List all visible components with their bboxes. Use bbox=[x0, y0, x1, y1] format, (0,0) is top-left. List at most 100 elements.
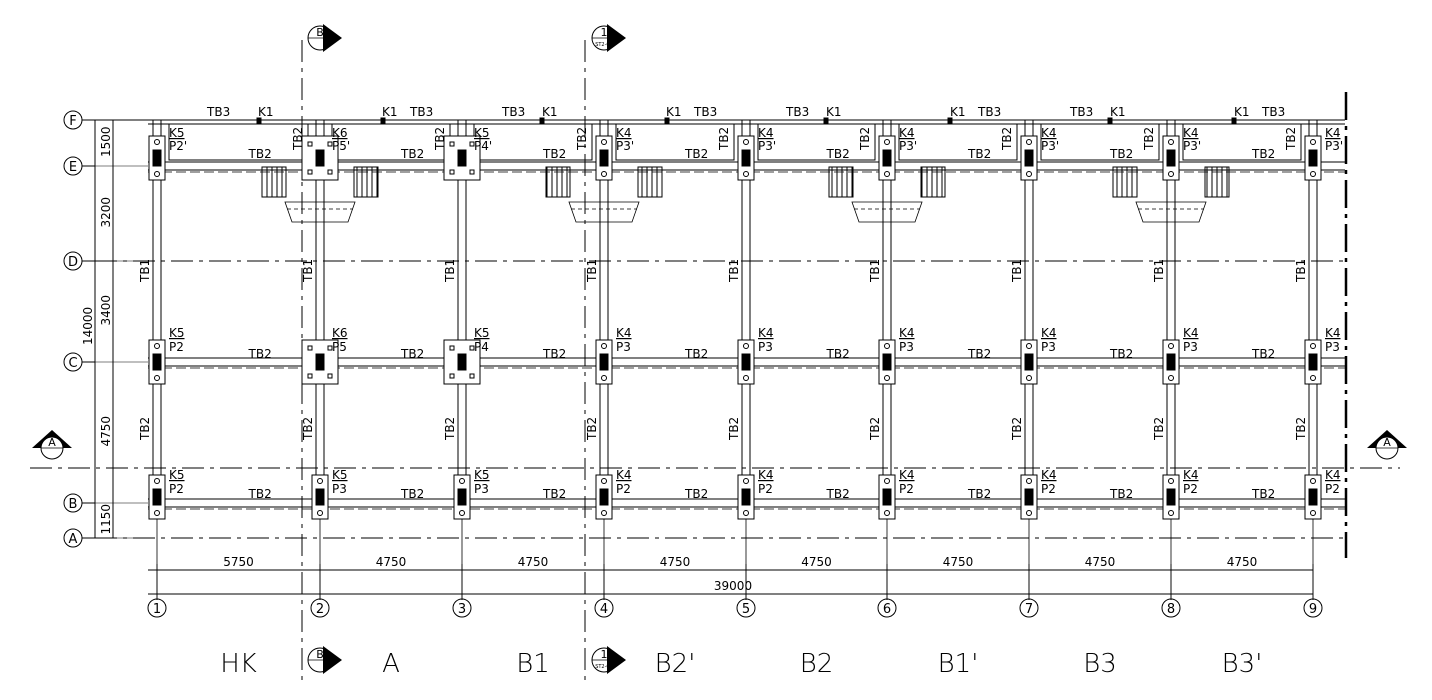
hatched-pier bbox=[828, 166, 854, 198]
section-arrow bbox=[323, 646, 342, 674]
bolt bbox=[743, 343, 749, 349]
bolt bbox=[307, 373, 313, 379]
beam-label-tb2: TB2 bbox=[400, 147, 424, 161]
bolt bbox=[743, 139, 749, 145]
bolt bbox=[449, 141, 455, 147]
column-B-5-post bbox=[741, 488, 751, 506]
bolt bbox=[154, 343, 160, 349]
stair-outline bbox=[284, 201, 356, 223]
column-B-9-post bbox=[1308, 488, 1318, 506]
beam-label-tb2: TB2 bbox=[684, 347, 708, 361]
column-label-k: K4 bbox=[616, 126, 632, 140]
stair-outline bbox=[1135, 201, 1207, 223]
dim-text-bay: 4750 bbox=[801, 555, 832, 569]
dim-text-bay: 4750 bbox=[1085, 555, 1116, 569]
column-label-p: P2 bbox=[169, 340, 184, 354]
bolt bbox=[601, 375, 607, 381]
bolt bbox=[154, 375, 160, 381]
column-B-8-post bbox=[1166, 488, 1176, 506]
dim-text-left-total: 14000 bbox=[81, 307, 95, 345]
column-C-6-post bbox=[882, 353, 892, 371]
bolt bbox=[469, 345, 475, 351]
beam-label-tb3: TB3 bbox=[1069, 105, 1093, 119]
beam-label-tb2: TB2 bbox=[684, 147, 708, 161]
bolt bbox=[1026, 478, 1032, 484]
column-label-p: P2 bbox=[899, 482, 914, 496]
beam-label-tb2: TB2 bbox=[248, 487, 272, 501]
column-B-2-post bbox=[315, 488, 325, 506]
cap-box bbox=[757, 123, 876, 161]
bolt bbox=[1310, 478, 1316, 484]
column-B-4-post bbox=[599, 488, 609, 506]
column-label-k: K4 bbox=[1325, 326, 1341, 340]
dim-text-left: 3200 bbox=[99, 197, 113, 228]
dim-text-bay: 4750 bbox=[1227, 555, 1258, 569]
hatched-pier bbox=[353, 166, 379, 198]
column-label-k: K4 bbox=[1325, 126, 1341, 140]
k1-marker bbox=[1107, 117, 1113, 124]
beam-label-tb2: TB2 bbox=[1109, 147, 1133, 161]
grid-label-row: F bbox=[69, 114, 76, 129]
bolt bbox=[327, 169, 333, 175]
plan-linework bbox=[30, 24, 1407, 680]
grid-label-row: C bbox=[68, 356, 77, 371]
beam-label-tb2: TB2 bbox=[717, 127, 731, 151]
beam-label-tb2: TB2 bbox=[138, 417, 152, 441]
bolt bbox=[1310, 343, 1316, 349]
bolt bbox=[317, 478, 323, 484]
beam-label-k1: K1 bbox=[258, 105, 274, 119]
bolt bbox=[469, 141, 475, 147]
section-label: B bbox=[316, 26, 324, 39]
column-B-7-post bbox=[1024, 488, 1034, 506]
dim-text-bay: 4750 bbox=[518, 555, 549, 569]
dim-text-bay: 4750 bbox=[660, 555, 691, 569]
column-label-k: K4 bbox=[899, 326, 915, 340]
beam-label-tb3: TB3 bbox=[409, 105, 433, 119]
bolt bbox=[884, 343, 890, 349]
zone-label: A bbox=[382, 649, 400, 679]
zone-label: B2' bbox=[655, 649, 696, 679]
column-label-k: K4 bbox=[616, 468, 632, 482]
beam-label-tb2: TB2 bbox=[1142, 127, 1156, 151]
column-E-2-post bbox=[315, 149, 325, 167]
zone-label: B3 bbox=[1083, 649, 1117, 679]
beam-label-tb2: TB2 bbox=[967, 487, 991, 501]
bolt bbox=[1026, 375, 1032, 381]
column-C-9-post bbox=[1308, 353, 1318, 371]
bolt bbox=[307, 345, 313, 351]
bolt bbox=[327, 345, 333, 351]
bolt bbox=[1026, 171, 1032, 177]
beam-label-tb2: TB2 bbox=[301, 417, 315, 441]
cap-box bbox=[1040, 123, 1160, 161]
column-E-3-post bbox=[457, 149, 467, 167]
column-label-k: K4 bbox=[616, 326, 632, 340]
beam-label-tb2: TB2 bbox=[1000, 127, 1014, 151]
beam-label-tb2: TB2 bbox=[727, 417, 741, 441]
column-E-8-post bbox=[1166, 149, 1176, 167]
bolt bbox=[449, 169, 455, 175]
beam-label-tb1: TB1 bbox=[585, 259, 599, 283]
column-label-p: P3 bbox=[1183, 340, 1198, 354]
beam-label-tb2: TB2 bbox=[400, 347, 424, 361]
beam-label-k1: K1 bbox=[542, 105, 558, 119]
bolt bbox=[1168, 139, 1174, 145]
bolt bbox=[469, 169, 475, 175]
column-C-8-post bbox=[1166, 353, 1176, 371]
bolt bbox=[1026, 343, 1032, 349]
column-C-3-post bbox=[457, 353, 467, 371]
hatched-pier bbox=[545, 166, 571, 198]
column-label-p: P5' bbox=[332, 139, 350, 153]
column-label-p: P2 bbox=[1041, 482, 1056, 496]
column-label-p: P4 bbox=[474, 340, 489, 354]
column-label-k: K4 bbox=[1183, 468, 1199, 482]
beam-label-tb2: TB2 bbox=[1284, 127, 1298, 151]
column-label-p: P3 bbox=[758, 340, 773, 354]
column-label-k: K5 bbox=[474, 326, 490, 340]
beam-label-tb2: TB2 bbox=[1251, 147, 1275, 161]
column-label-p: P3' bbox=[1041, 139, 1059, 153]
column-label-k: K5 bbox=[332, 468, 348, 482]
beam-label-tb2: TB2 bbox=[858, 127, 872, 151]
section-label: 1 bbox=[601, 648, 608, 661]
dim-text-left: 1150 bbox=[99, 504, 113, 535]
